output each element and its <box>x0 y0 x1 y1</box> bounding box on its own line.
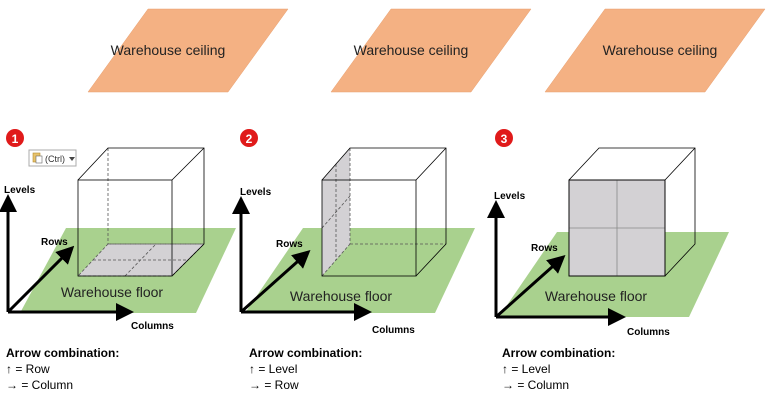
ceiling-3: Warehouse ceiling <box>544 8 766 93</box>
ceiling-3-shape <box>544 8 766 93</box>
paste-options-label: (Ctrl) <box>45 154 65 164</box>
axis-2-rows-label: Rows <box>276 239 303 250</box>
axis-3-rows <box>495 255 566 319</box>
chevron-down-icon <box>69 157 75 161</box>
legend-1: Arrow combination: ↑ = Row → = Column <box>6 345 119 393</box>
axis-3-columns-label: Columns <box>627 327 670 338</box>
paste-options-button[interactable]: (Ctrl) <box>28 149 77 167</box>
axis-1-levels-label: Levels <box>4 185 36 196</box>
axis-3-levels-label: Levels <box>494 191 526 202</box>
ceiling-3-label: Warehouse ceiling <box>603 42 718 58</box>
floor-2-label: Warehouse floor <box>290 288 393 304</box>
axis-1-columns-label: Columns <box>131 321 174 332</box>
floor-3-label: Warehouse floor <box>545 288 648 304</box>
axis-2-rows <box>240 250 311 314</box>
ceiling-1-shape <box>87 8 289 93</box>
legend-2: Arrow combination: ↑ = Level → = Row <box>249 345 362 393</box>
ceiling-1: Warehouse ceiling <box>87 8 289 93</box>
badge-1 <box>6 129 24 147</box>
floor-1-label: Warehouse floor <box>61 284 164 300</box>
cube-1 <box>77 147 205 277</box>
legend-1-line-1: ↑ = Row <box>6 362 50 376</box>
axis-1-rows <box>6 245 75 314</box>
axis-1-rows-label: Rows <box>41 237 68 248</box>
ceiling-2-label: Warehouse ceiling <box>354 42 469 58</box>
ceiling-2: Warehouse ceiling <box>330 8 532 93</box>
legend-1-title: Arrow combination: <box>6 346 120 360</box>
cube-2 <box>321 147 447 277</box>
panel-1: Warehouse floor Levels Rows Columns 1 <box>0 129 236 332</box>
floor-2 <box>245 228 475 313</box>
axis-2-levels-label: Levels <box>240 187 272 198</box>
legend-1-line-2: → = Column <box>6 378 74 392</box>
cube-3 <box>568 147 696 277</box>
panel-2: Warehouse floor Levels Rows Columns 2 <box>232 129 475 336</box>
legend-3-line-1: ↑ = Level <box>502 362 551 376</box>
legend-3: Arrow combination: ↑ = Level → = Column <box>502 345 615 393</box>
badge-1-label: 1 <box>12 132 19 146</box>
ceiling-2-shape <box>330 8 532 93</box>
axis-3-rows-label: Rows <box>531 243 558 254</box>
badge-2 <box>240 129 258 147</box>
legend-3-line-2: → = Column <box>502 378 570 392</box>
badge-3 <box>495 129 513 147</box>
legend-2-line-2: → = Row <box>249 378 299 392</box>
ceiling-1-label: Warehouse ceiling <box>111 42 226 58</box>
legend-2-line-1: ↑ = Level <box>249 362 298 376</box>
legend-3-title: Arrow combination: <box>502 346 616 360</box>
badge-2-label: 2 <box>246 132 253 146</box>
panel-3: Warehouse floor Levels Rows Columns 3 <box>487 129 729 338</box>
badge-3-label: 3 <box>501 132 508 146</box>
axis-2-columns-label: Columns <box>372 325 415 336</box>
legend-2-title: Arrow combination: <box>249 346 363 360</box>
